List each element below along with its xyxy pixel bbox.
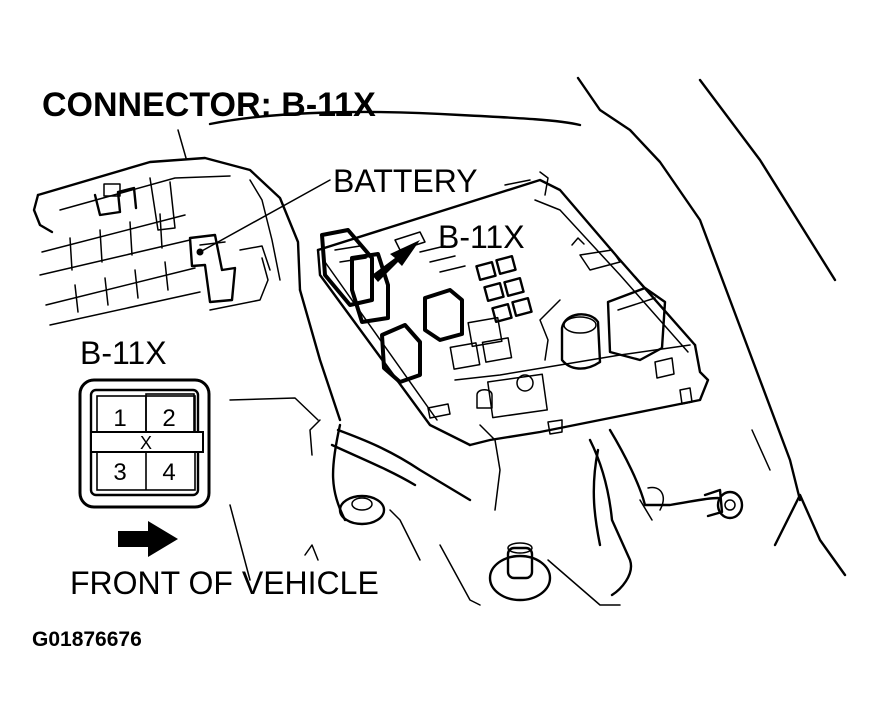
connector-face-view: 1 2 3 4 X [78, 378, 211, 509]
pin-4-label: 4 [162, 459, 175, 486]
fender-outline [208, 76, 847, 606]
b11x-pointer-arrow [372, 240, 420, 282]
page-title: CONNECTOR: B-11X [42, 86, 376, 124]
front-direction-arrow [118, 521, 178, 557]
callout-leaders [196, 179, 531, 282]
connector-lock-bar [90, 431, 204, 453]
battery-leader-dot [196, 248, 204, 256]
pin-1-label: 1 [113, 405, 126, 432]
fuse-relay-box [316, 171, 710, 447]
pin-3-label: 3 [113, 459, 126, 486]
air-cleaner-housing [32, 129, 302, 326]
b11x-callout-label: B-11X [438, 219, 525, 255]
connector-center-mark: X [140, 433, 152, 453]
battery-label: BATTERY [333, 163, 478, 199]
front-of-vehicle-label: FRONT OF VEHICLE [70, 565, 379, 601]
pin-2-label: 2 [162, 405, 175, 432]
figure-id: G01876676 [32, 628, 142, 651]
connector-view-label: B-11X [80, 335, 167, 371]
mounting-bolts [229, 494, 552, 606]
